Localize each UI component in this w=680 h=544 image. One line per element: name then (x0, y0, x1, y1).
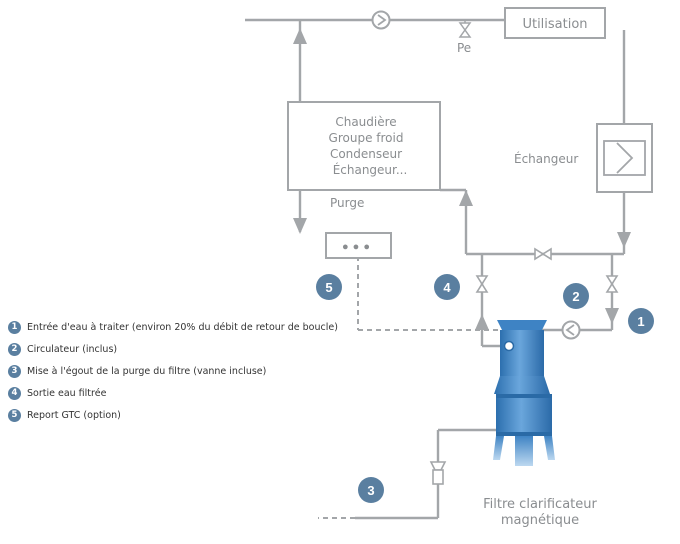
pump-icon (371, 10, 391, 30)
pipe-network (245, 18, 626, 520)
purge-label: Purge (330, 196, 364, 210)
pressure-valve-icon (458, 20, 472, 38)
legend-badge: 2 (8, 342, 21, 356)
badge-4: 4 (434, 274, 460, 300)
utilisation-label: Utilisation (522, 17, 587, 32)
plant-label-line: Chaudière (335, 115, 396, 129)
badge-2: 2 (563, 283, 589, 309)
legend-item: 3 Mise à l'égout de la purge du filtre (… (8, 362, 338, 380)
pressure-label: Pe (457, 41, 471, 55)
legend-item: 4 Sortie eau filtrée (8, 384, 338, 402)
legend-item: 5 Report GTC (option) (8, 406, 338, 424)
svg-text:5: 5 (325, 280, 332, 295)
legend-item: 1 Entrée d'eau à traiter (environ 20% du… (8, 318, 338, 336)
legend-badge: 4 (8, 386, 21, 400)
dashed-lines (318, 256, 500, 519)
arrow-down-icon (605, 308, 619, 324)
badge-1: 1 (628, 308, 654, 334)
arrow-up-icon (293, 28, 307, 44)
plant-box: Chaudière Groupe froid Condenseur Échang… (287, 101, 441, 191)
legend-text: Sortie eau filtrée (27, 387, 107, 399)
svg-text:2: 2 (572, 289, 579, 304)
arrow-down-icon (293, 218, 307, 234)
filter-label-line: magnétique (501, 513, 579, 528)
filter-label-line: Filtre clarificateur (483, 497, 597, 512)
arrow-up-icon (475, 314, 489, 330)
flow-arrows (293, 28, 631, 330)
plant-label-line: Condenseur (330, 147, 402, 161)
legend-item: 2 Circulateur (inclus) (8, 340, 338, 358)
valve-icon (534, 247, 552, 261)
circulator-pump-icon (561, 320, 581, 340)
exchanger-symbol-icon (616, 142, 634, 174)
svg-text:1: 1 (637, 314, 644, 329)
plant-label-line: Échangeur... (333, 162, 408, 177)
arrow-up-icon (459, 190, 473, 206)
legend-text: Report GTC (option) (27, 409, 121, 421)
legend-text: Circulateur (inclus) (27, 343, 118, 355)
exchanger-box: Échangeur (514, 123, 653, 193)
gtc-box: ●●● (325, 232, 392, 259)
badge-3: 3 (358, 477, 384, 503)
legend-text: Entrée d'eau à traiter (environ 20% du d… (27, 321, 338, 333)
legend-badge: 3 (8, 364, 21, 378)
valve-icon (605, 275, 619, 293)
badge-5: 5 (316, 274, 342, 300)
svg-text:4: 4 (443, 280, 451, 295)
plant-label-line: Groupe froid (329, 131, 404, 145)
utilisation-box: Utilisation (504, 7, 606, 39)
legend-badge: 5 (8, 408, 21, 422)
exchanger-label: Échangeur (514, 151, 578, 166)
legend-text: Mise à l'égout de la purge du filtre (va… (27, 365, 267, 377)
filter-port-icon (503, 340, 515, 352)
svg-text:3: 3 (367, 483, 374, 498)
legend-badge: 1 (8, 320, 21, 334)
magnetic-filter (493, 320, 555, 466)
gtc-dots: ●●● (342, 241, 374, 253)
legend: 1 Entrée d'eau à traiter (environ 20% du… (8, 318, 338, 428)
arrow-down-icon (617, 232, 631, 248)
drain-valve-icon (429, 461, 447, 485)
valve-icon (475, 275, 489, 293)
